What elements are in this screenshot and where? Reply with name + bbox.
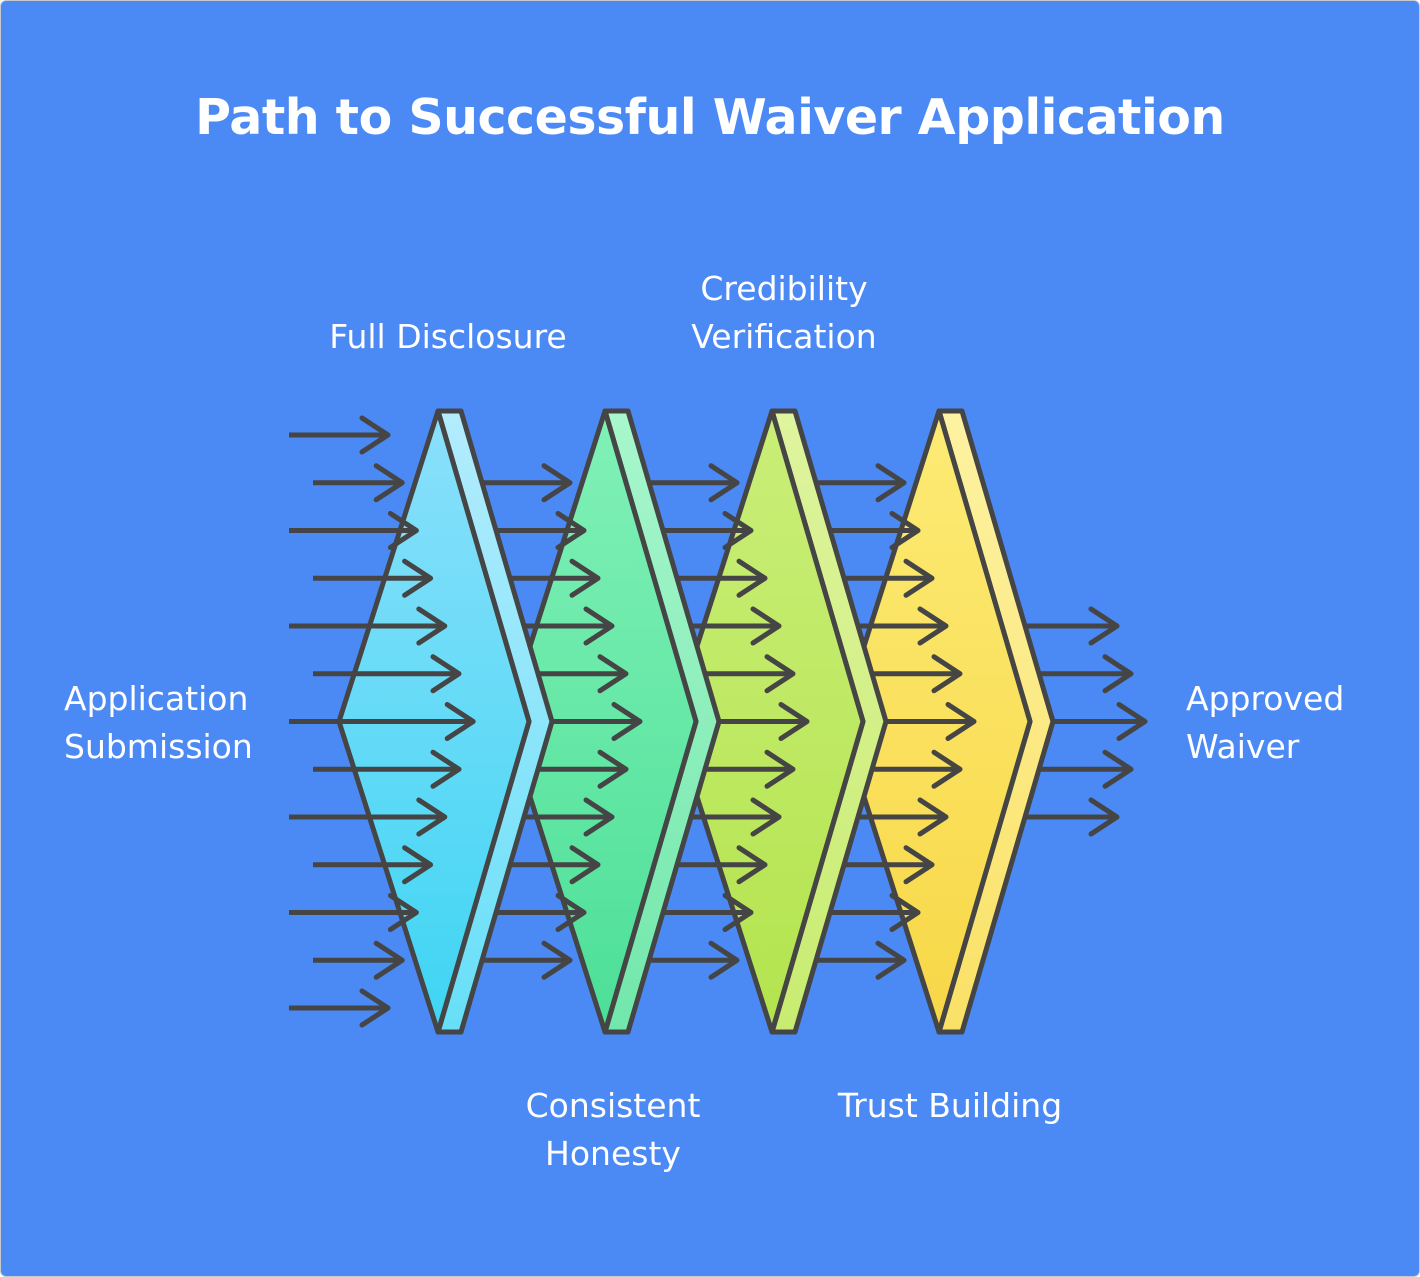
stage-label-full-disclosure: Full Disclosure (329, 317, 567, 356)
stage-label-trust-building: Trust Building (837, 1086, 1063, 1125)
page-title: Path to Successful Waiver Application (195, 89, 1225, 146)
flow-arrows (289, 415, 1148, 1028)
